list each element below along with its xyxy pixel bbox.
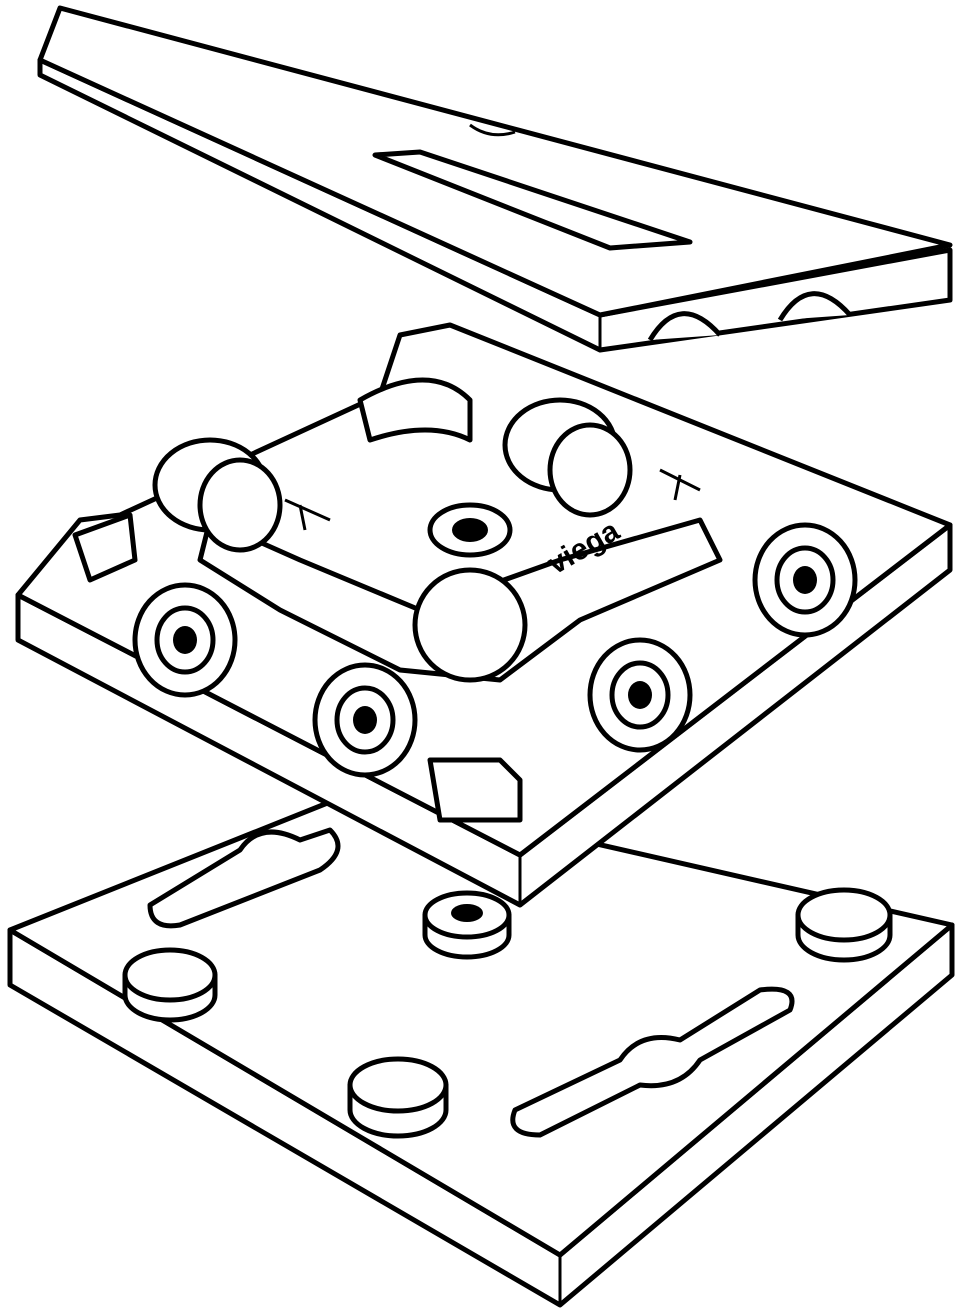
housing-notch [72, 512, 138, 583]
housing-notch [427, 757, 523, 823]
cover-lid [37, 5, 953, 353]
screw-icon [469, 123, 516, 137]
press-connector [132, 397, 858, 778]
keyhole-slot-right [510, 986, 795, 1138]
label-plate [372, 149, 693, 251]
mounting-base-plate [7, 787, 955, 1308]
tee-body [412, 567, 528, 683]
flow-arrow-icon [284, 468, 701, 531]
manifold-fitting: viega [132, 397, 858, 778]
pipe-channel [357, 377, 473, 443]
mounting-peg [122, 887, 893, 1139]
keyhole-slot-left [147, 827, 341, 929]
pipe-cutout [647, 291, 852, 342]
